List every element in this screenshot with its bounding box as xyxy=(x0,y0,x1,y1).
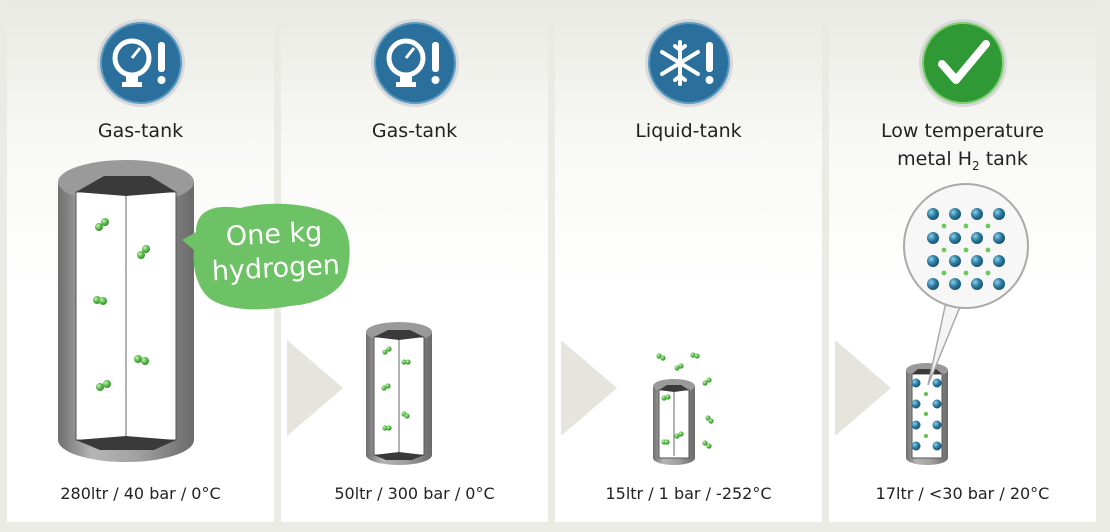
snowflake-warning-icon xyxy=(644,18,734,108)
hydrogen-molecules xyxy=(93,218,714,449)
pressure-gauge-warning-icon xyxy=(370,18,460,108)
flow-arrow xyxy=(287,340,343,436)
metal-hydride-tank xyxy=(906,363,948,465)
panel-spec: 280ltr / 40 bar / 0°C xyxy=(60,484,221,503)
panel-title: Gas-tank xyxy=(97,120,184,142)
liquid-tank xyxy=(653,379,695,465)
pressure-gauge-warning-icon xyxy=(96,18,186,108)
hydrogen-bubble xyxy=(182,203,350,310)
panel-spec: 17ltr / <30 bar / 20°C xyxy=(875,484,1050,503)
panel-title-line1: Low temperature xyxy=(881,120,1044,142)
gas-tank-small xyxy=(366,322,432,465)
panel-spec: 15ltr / 1 bar / -252°C xyxy=(605,484,772,503)
hydrogen-bubble-text: One kg hydrogen xyxy=(211,216,341,288)
panel-title: Liquid-tank xyxy=(635,120,742,142)
zoom-callout xyxy=(903,183,1029,386)
gas-tank-large xyxy=(58,160,194,462)
panel-title: Gas-tank xyxy=(371,120,458,142)
checkmark-icon xyxy=(918,18,1008,108)
flow-arrow xyxy=(835,340,891,436)
panel-title: Low temperature metal H2 tank xyxy=(829,117,1096,180)
panel-title-line2: metal H2 tank xyxy=(897,148,1028,173)
flow-arrow xyxy=(561,340,617,436)
panel-spec: 50ltr / 300 bar / 0°C xyxy=(334,484,495,503)
